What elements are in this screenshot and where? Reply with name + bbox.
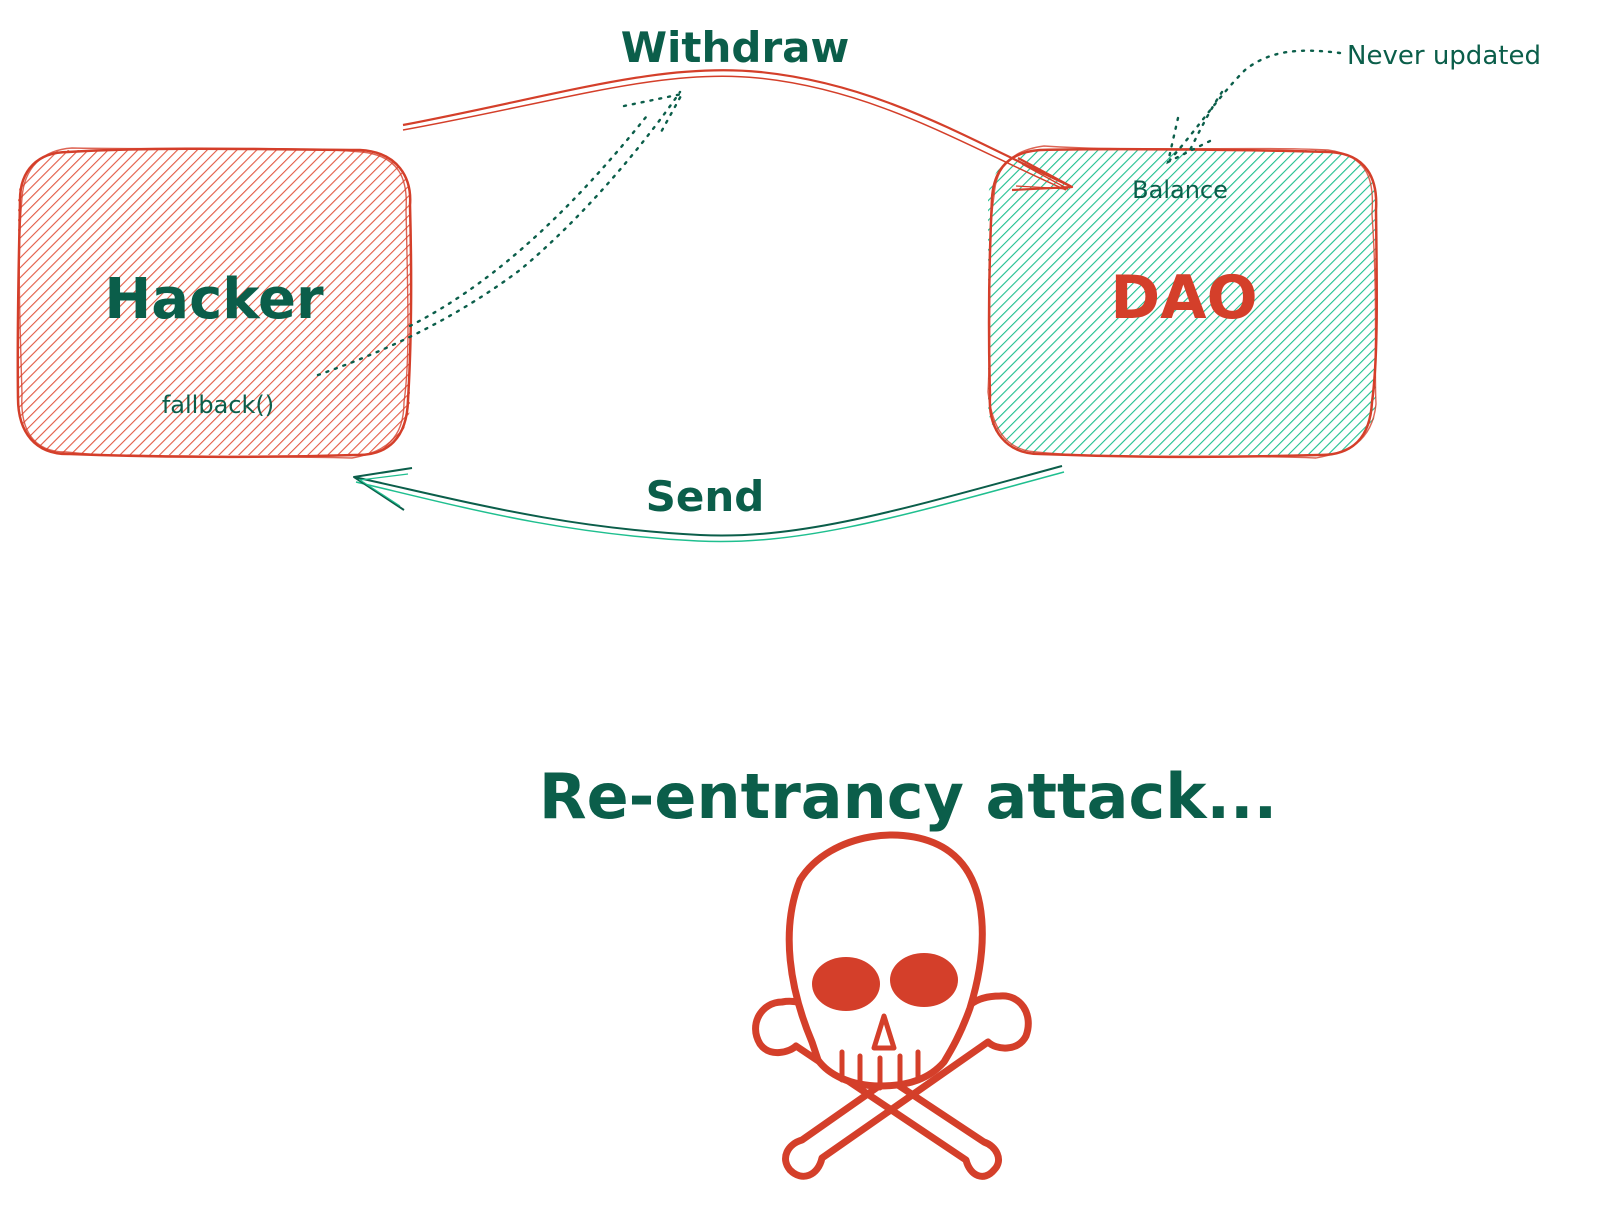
reentry-dotted-arrow <box>316 90 685 377</box>
never-updated-label: Never updated <box>1347 41 1541 71</box>
dao-sublabel: Balance <box>1132 176 1228 204</box>
hacker-node: Hacker fallback() <box>16 147 413 459</box>
dao-label: DAO <box>1110 263 1257 333</box>
never-updated-annotation: Never updated <box>1166 41 1541 165</box>
diagram-caption: Re-entrancy attack... <box>539 760 1277 833</box>
send-arrow: Send <box>353 465 1065 543</box>
dao-node: DAO Balance <box>987 145 1379 459</box>
hacker-label: Hacker <box>104 267 324 332</box>
hacker-sublabel: fallback() <box>162 391 274 419</box>
skull-crossbones-icon <box>752 831 1032 1180</box>
skull-eyes <box>812 953 958 1011</box>
send-label: Send <box>646 472 765 521</box>
withdraw-arrow: Withdraw <box>402 23 1074 192</box>
withdraw-label: Withdraw <box>621 23 850 72</box>
